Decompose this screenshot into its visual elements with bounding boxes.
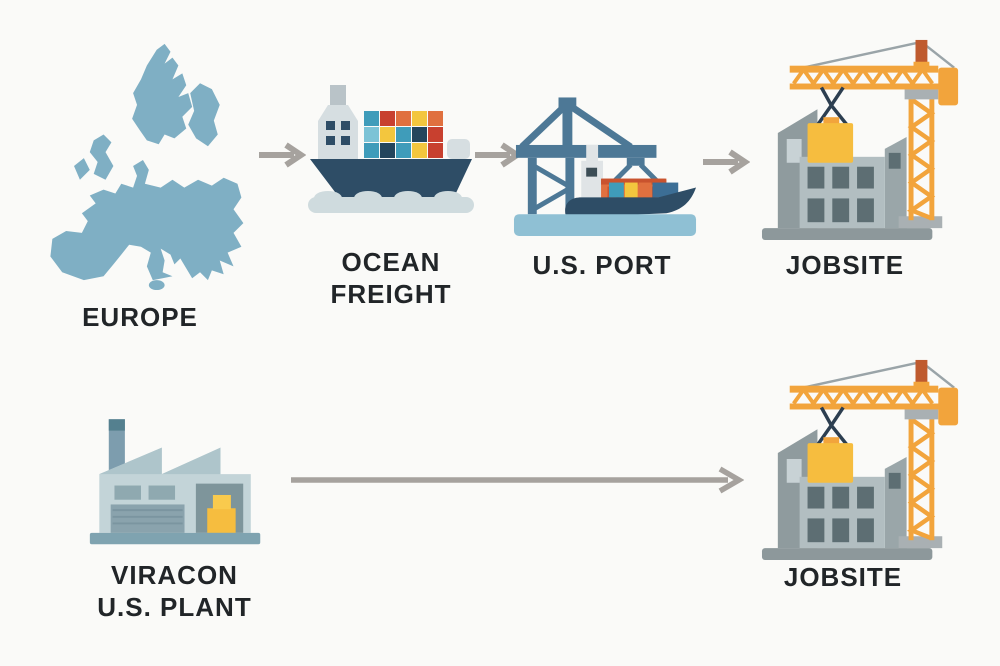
ocean-freight-label: OCEAN FREIGHT [330,247,452,309]
europe-map-icon [50,43,244,291]
arrow-right-icon [291,466,744,494]
us-port-label: U.S. PORT [532,250,672,280]
jobsite-label-bottom: JOBSITE [783,562,903,592]
factory-icon [89,419,261,545]
arrow-right-icon [703,149,750,175]
arrow-right-icon [259,142,306,168]
europe-label: EUROPE [82,302,198,332]
building-tower-crane-icon [761,39,959,241]
jobsite-label-top: JOBSITE [785,250,905,280]
port-crane-icon [513,97,697,236]
viracon-plant-label: VIRACON U.S. PLANT [97,560,252,622]
building-tower-crane-icon [761,359,959,561]
container-ship-icon [308,85,474,213]
